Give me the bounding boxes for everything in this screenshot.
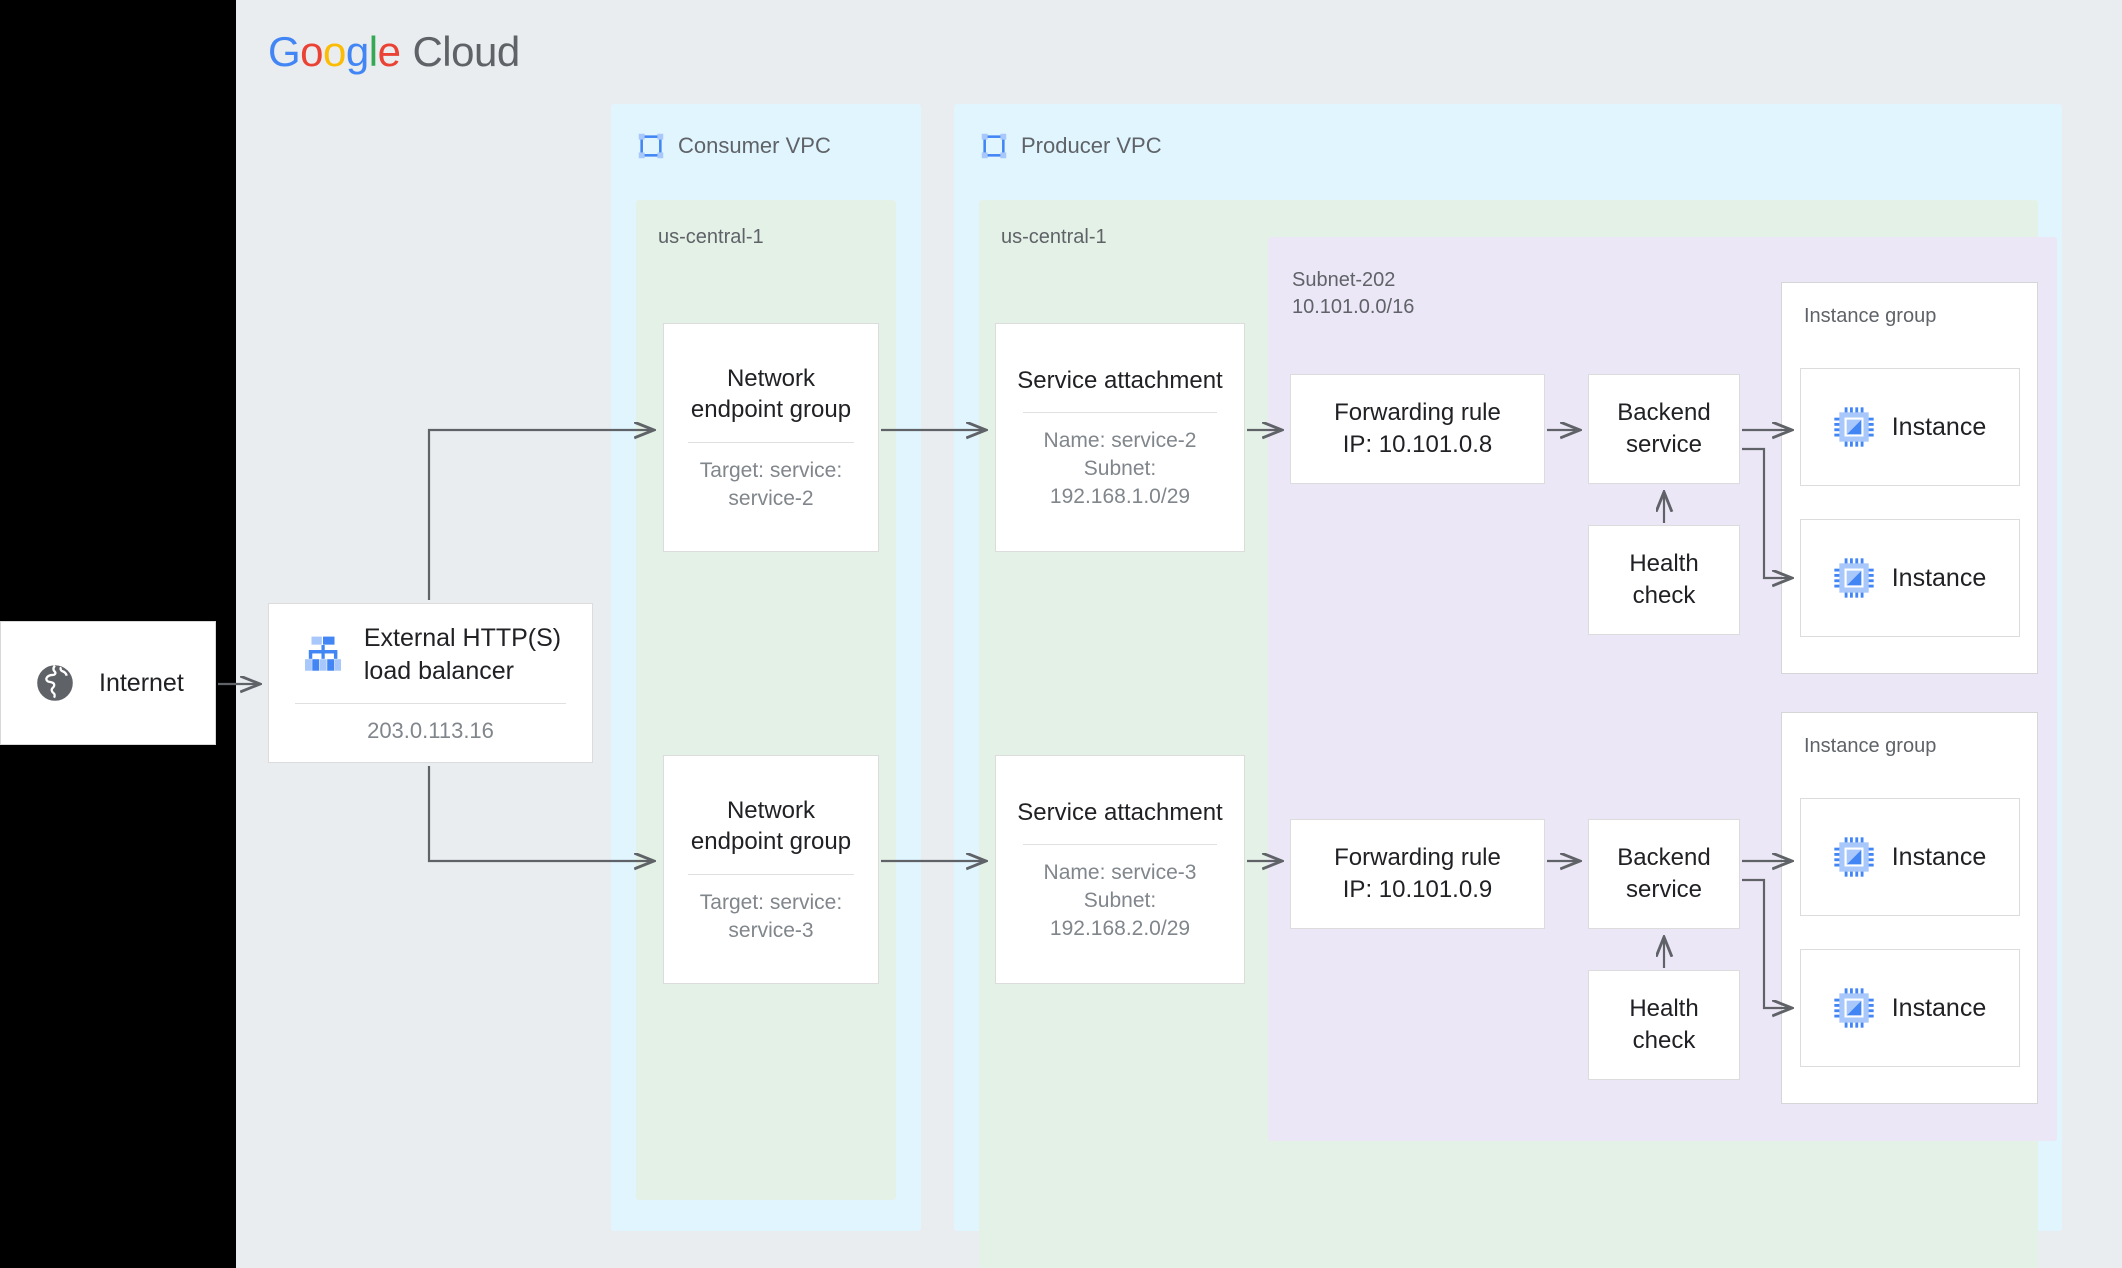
instance-2-2-label: Instance xyxy=(1891,993,1987,1022)
load-balancer-row: External HTTP(S)load balancer xyxy=(290,622,571,687)
consumer-region-label: us-central-1 xyxy=(658,226,764,248)
producer-vpc-label: Producer VPC xyxy=(1021,133,1162,158)
instance-group-1-label: Instance group xyxy=(1804,305,1937,327)
producer-vpc-header: Producer VPC xyxy=(980,132,1162,160)
instance-2-2[interactable]: Instance xyxy=(1800,949,2020,1067)
load-balancer-title: External HTTP(S)load balancer xyxy=(363,624,562,685)
consumer-vpc-container: Consumer VPC us-central-1 xyxy=(611,104,921,1231)
instance-1-2-label: Instance xyxy=(1891,563,1987,592)
load-balancer-ip: 203.0.113.16 xyxy=(367,718,494,743)
instance-1-1[interactable]: Instance xyxy=(1800,368,2020,486)
logo-letter-o1: o xyxy=(300,28,324,75)
logo-letter-o2: o xyxy=(323,28,346,75)
service-attachment-2-divider xyxy=(1023,844,1217,846)
vpc-icon xyxy=(638,133,664,159)
internet-box[interactable]: Internet xyxy=(0,621,216,745)
instance-icon xyxy=(1834,988,1874,1028)
internet-label: Internet xyxy=(99,668,184,697)
neg-1-subtext: Target: service:service-2 xyxy=(699,458,843,510)
instance-2-1[interactable]: Instance xyxy=(1800,798,2020,916)
load-balancer-box[interactable]: External HTTP(S)load balancer 203.0.113.… xyxy=(268,603,593,763)
neg-1-divider xyxy=(687,441,855,443)
neg-2-divider xyxy=(687,873,855,875)
producer-region-label: us-central-1 xyxy=(1001,226,1107,248)
instance-1-1-label: Instance xyxy=(1891,412,1987,441)
load-balancer-icon xyxy=(304,636,341,671)
logo-cloud-word: Cloud xyxy=(412,28,520,75)
service-attachment-1-divider xyxy=(1023,412,1217,414)
service-attachment-2-title: Service attachment xyxy=(1017,798,1223,826)
instance-icon xyxy=(1834,558,1874,598)
consumer-vpc-label: Consumer VPC xyxy=(678,133,831,158)
logo-letter-e: e xyxy=(377,28,401,75)
logo-letter-g: G xyxy=(268,28,301,75)
neg-2-subtext: Target: service:service-3 xyxy=(699,890,843,942)
instance-icon xyxy=(1834,837,1874,877)
instance-group-2-label: Instance group xyxy=(1804,735,1937,757)
instance-1-2[interactable]: Instance xyxy=(1800,519,2020,637)
globe-icon xyxy=(35,663,75,703)
vpc-icon xyxy=(981,133,1007,159)
service-attachment-1-title: Service attachment xyxy=(1017,366,1223,394)
logo-letter-l: l xyxy=(368,28,378,75)
instance-icon xyxy=(1834,407,1874,447)
consumer-vpc-header: Consumer VPC xyxy=(637,132,831,160)
load-balancer-divider xyxy=(294,703,567,704)
logo-letter-g2: g xyxy=(345,28,369,75)
instance-2-1-label: Instance xyxy=(1891,842,1987,871)
